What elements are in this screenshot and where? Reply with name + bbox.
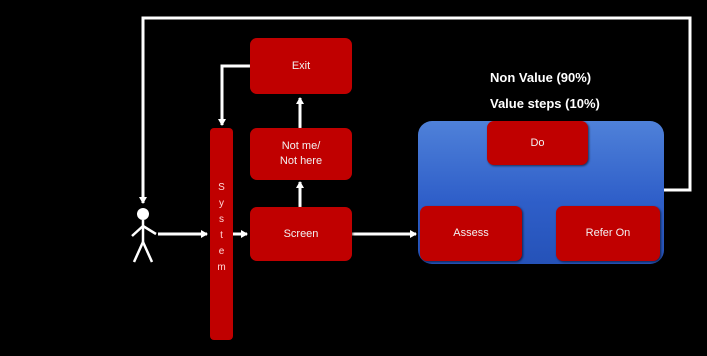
exit-to-system-arrow bbox=[218, 64, 250, 126]
exit-label: Exit bbox=[291, 59, 311, 72]
do-label: Do bbox=[530, 136, 545, 149]
screen-label: Screen bbox=[283, 227, 319, 240]
system-letter: y bbox=[219, 198, 224, 209]
refer-on-node: Refer On bbox=[556, 206, 660, 261]
assess-label: Assess bbox=[453, 227, 489, 239]
not-me-node: Not me/ Not here bbox=[250, 128, 352, 180]
person-icon bbox=[131, 208, 157, 263]
system-letter: m bbox=[217, 262, 226, 273]
non-value-caption: Non Value (90%) bbox=[490, 70, 592, 85]
system-letter: t bbox=[220, 230, 223, 241]
system-letter: S bbox=[218, 182, 225, 193]
not-me-label-line1: Not me/ bbox=[281, 140, 321, 152]
assess-node: Assess bbox=[420, 206, 522, 261]
exit-node: Exit bbox=[250, 38, 352, 94]
system-letter: s bbox=[219, 214, 224, 225]
refer-on-label: Refer On bbox=[585, 227, 631, 239]
screen-node: Screen bbox=[250, 207, 352, 261]
do-node: Do bbox=[487, 121, 588, 165]
value-steps-caption: Value steps (10%) bbox=[490, 96, 600, 111]
system-bar: S y s t e m bbox=[210, 128, 233, 340]
system-letter: e bbox=[218, 246, 225, 257]
not-me-label-line2: Not here bbox=[279, 155, 323, 167]
feedback-loop-line bbox=[139, 16, 692, 204]
